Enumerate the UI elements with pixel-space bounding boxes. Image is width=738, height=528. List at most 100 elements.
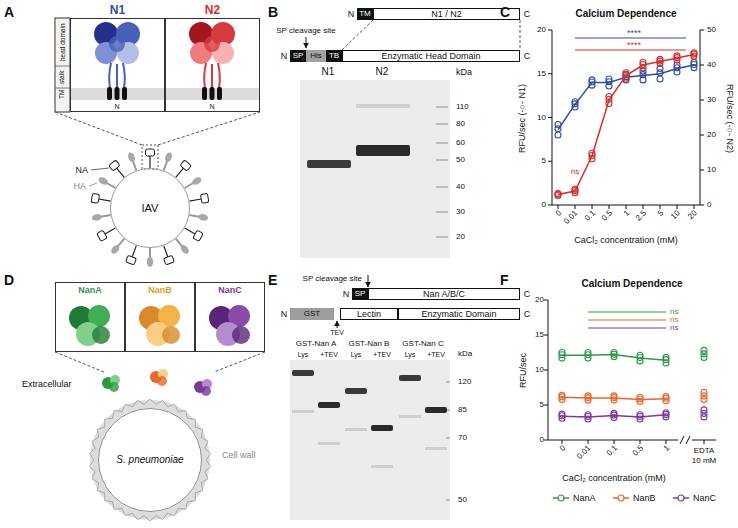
gel-band [425, 447, 447, 450]
gel-band [318, 442, 340, 445]
na-head [193, 230, 204, 241]
axis-title: RFU/sec (-○- N1) [518, 84, 527, 153]
significance-mark: ns [670, 308, 678, 316]
tick-mark [614, 440, 615, 444]
lane-label: Lys [351, 351, 362, 358]
domain-box: Nan A/B/C [368, 288, 520, 300]
tick-mark [575, 205, 576, 209]
tick-label: 20 [707, 131, 716, 139]
lane-group-label: GST-Nan A [296, 340, 336, 348]
na-head [200, 193, 208, 203]
n2-point [589, 150, 595, 156]
virion-spike [159, 244, 174, 265]
secreted-enzyme [201, 386, 211, 396]
enzyme-panel: NanC [195, 282, 265, 352]
virion-spike [97, 176, 117, 191]
region-label: head domain [59, 23, 66, 61]
lane-label: +TEV [320, 351, 338, 358]
legend-text: NanC [693, 494, 716, 503]
significance-mark: ns [670, 324, 678, 332]
leader-line [91, 168, 109, 170]
ladder-band [436, 142, 448, 144]
enzyme-lobe [232, 326, 250, 344]
tick-label: 0 [542, 201, 546, 209]
terminus-label: N [281, 310, 288, 319]
gel-band [292, 370, 314, 376]
region-label: stalk [59, 70, 66, 83]
ladder-band [446, 381, 450, 383]
tick-mark [544, 405, 548, 406]
ha-head [164, 151, 173, 163]
domain-box: N1 / N2 [373, 8, 520, 20]
gel-band [307, 160, 351, 168]
significance-mark: **** [627, 41, 641, 50]
tick-mark [592, 205, 593, 209]
tick-label: 0 [554, 209, 563, 218]
lane-label: +TEV [373, 351, 391, 358]
ha-head [179, 243, 190, 255]
tick-mark [700, 170, 704, 171]
ha-head [198, 213, 209, 221]
virion-spike [126, 244, 141, 265]
virion-spike [172, 160, 191, 180]
tick-mark [548, 161, 552, 162]
tick-mark [544, 335, 548, 336]
cleavage-arrow [368, 275, 369, 287]
tick-label: 0 [707, 201, 711, 209]
gel-background [300, 80, 450, 258]
unit-label: kDa [458, 350, 472, 358]
node-text: N2 [166, 4, 259, 16]
domain-box: Enzymatic Domain [398, 308, 520, 320]
protein-lobe [109, 36, 125, 52]
significance-line [588, 320, 666, 321]
significance-line [588, 328, 666, 329]
node-text: IAV [142, 203, 159, 214]
marker-size: 50 [458, 496, 467, 504]
tick-mark [548, 30, 552, 31]
node-text: NanA [56, 286, 124, 295]
gel-band [345, 428, 367, 431]
na-head [97, 230, 108, 241]
ha-stalk [176, 239, 182, 247]
domain-box: TM [357, 8, 373, 20]
tick-mark [640, 440, 641, 444]
marker-size: 110 [456, 103, 469, 111]
nanc-point [663, 410, 669, 416]
na-stalk [176, 168, 184, 177]
ha-stalk [185, 183, 194, 188]
tick-mark [626, 205, 627, 209]
tick-label: 10 [670, 209, 682, 221]
marker-size: 20 [456, 233, 465, 241]
node-text: N1 / N2 [431, 10, 462, 19]
tick-mark [700, 65, 704, 66]
ladder-band [436, 211, 448, 213]
marker-size: 50 [456, 156, 465, 164]
legend-text: NanB [633, 494, 656, 503]
enzyme-lobe [92, 326, 110, 344]
tick-mark [666, 440, 667, 444]
na-stalk [189, 199, 201, 201]
gel-band [318, 402, 340, 408]
na-stalk [185, 228, 195, 234]
tick-mark [694, 205, 695, 209]
nana-point [611, 350, 617, 356]
edta-point [701, 347, 707, 353]
tm-cylinder [217, 87, 222, 100]
n2-point [623, 70, 629, 76]
node-text: His [310, 52, 322, 60]
tick-mark [700, 135, 704, 136]
marker-size: 120 [458, 378, 471, 386]
tick-mark [544, 370, 548, 371]
virion-spike [97, 224, 118, 241]
gel-band [425, 407, 447, 413]
tev-arrow [337, 321, 338, 328]
n1-point [572, 99, 578, 105]
domain-box: SP [352, 288, 368, 300]
edta-point [701, 407, 707, 413]
ha-head [110, 243, 121, 255]
legend-sample [612, 492, 630, 504]
zoom-line [55, 112, 142, 145]
n2-point [657, 56, 663, 62]
marker-size: 85 [458, 406, 467, 414]
panel-letter: D [4, 273, 14, 287]
